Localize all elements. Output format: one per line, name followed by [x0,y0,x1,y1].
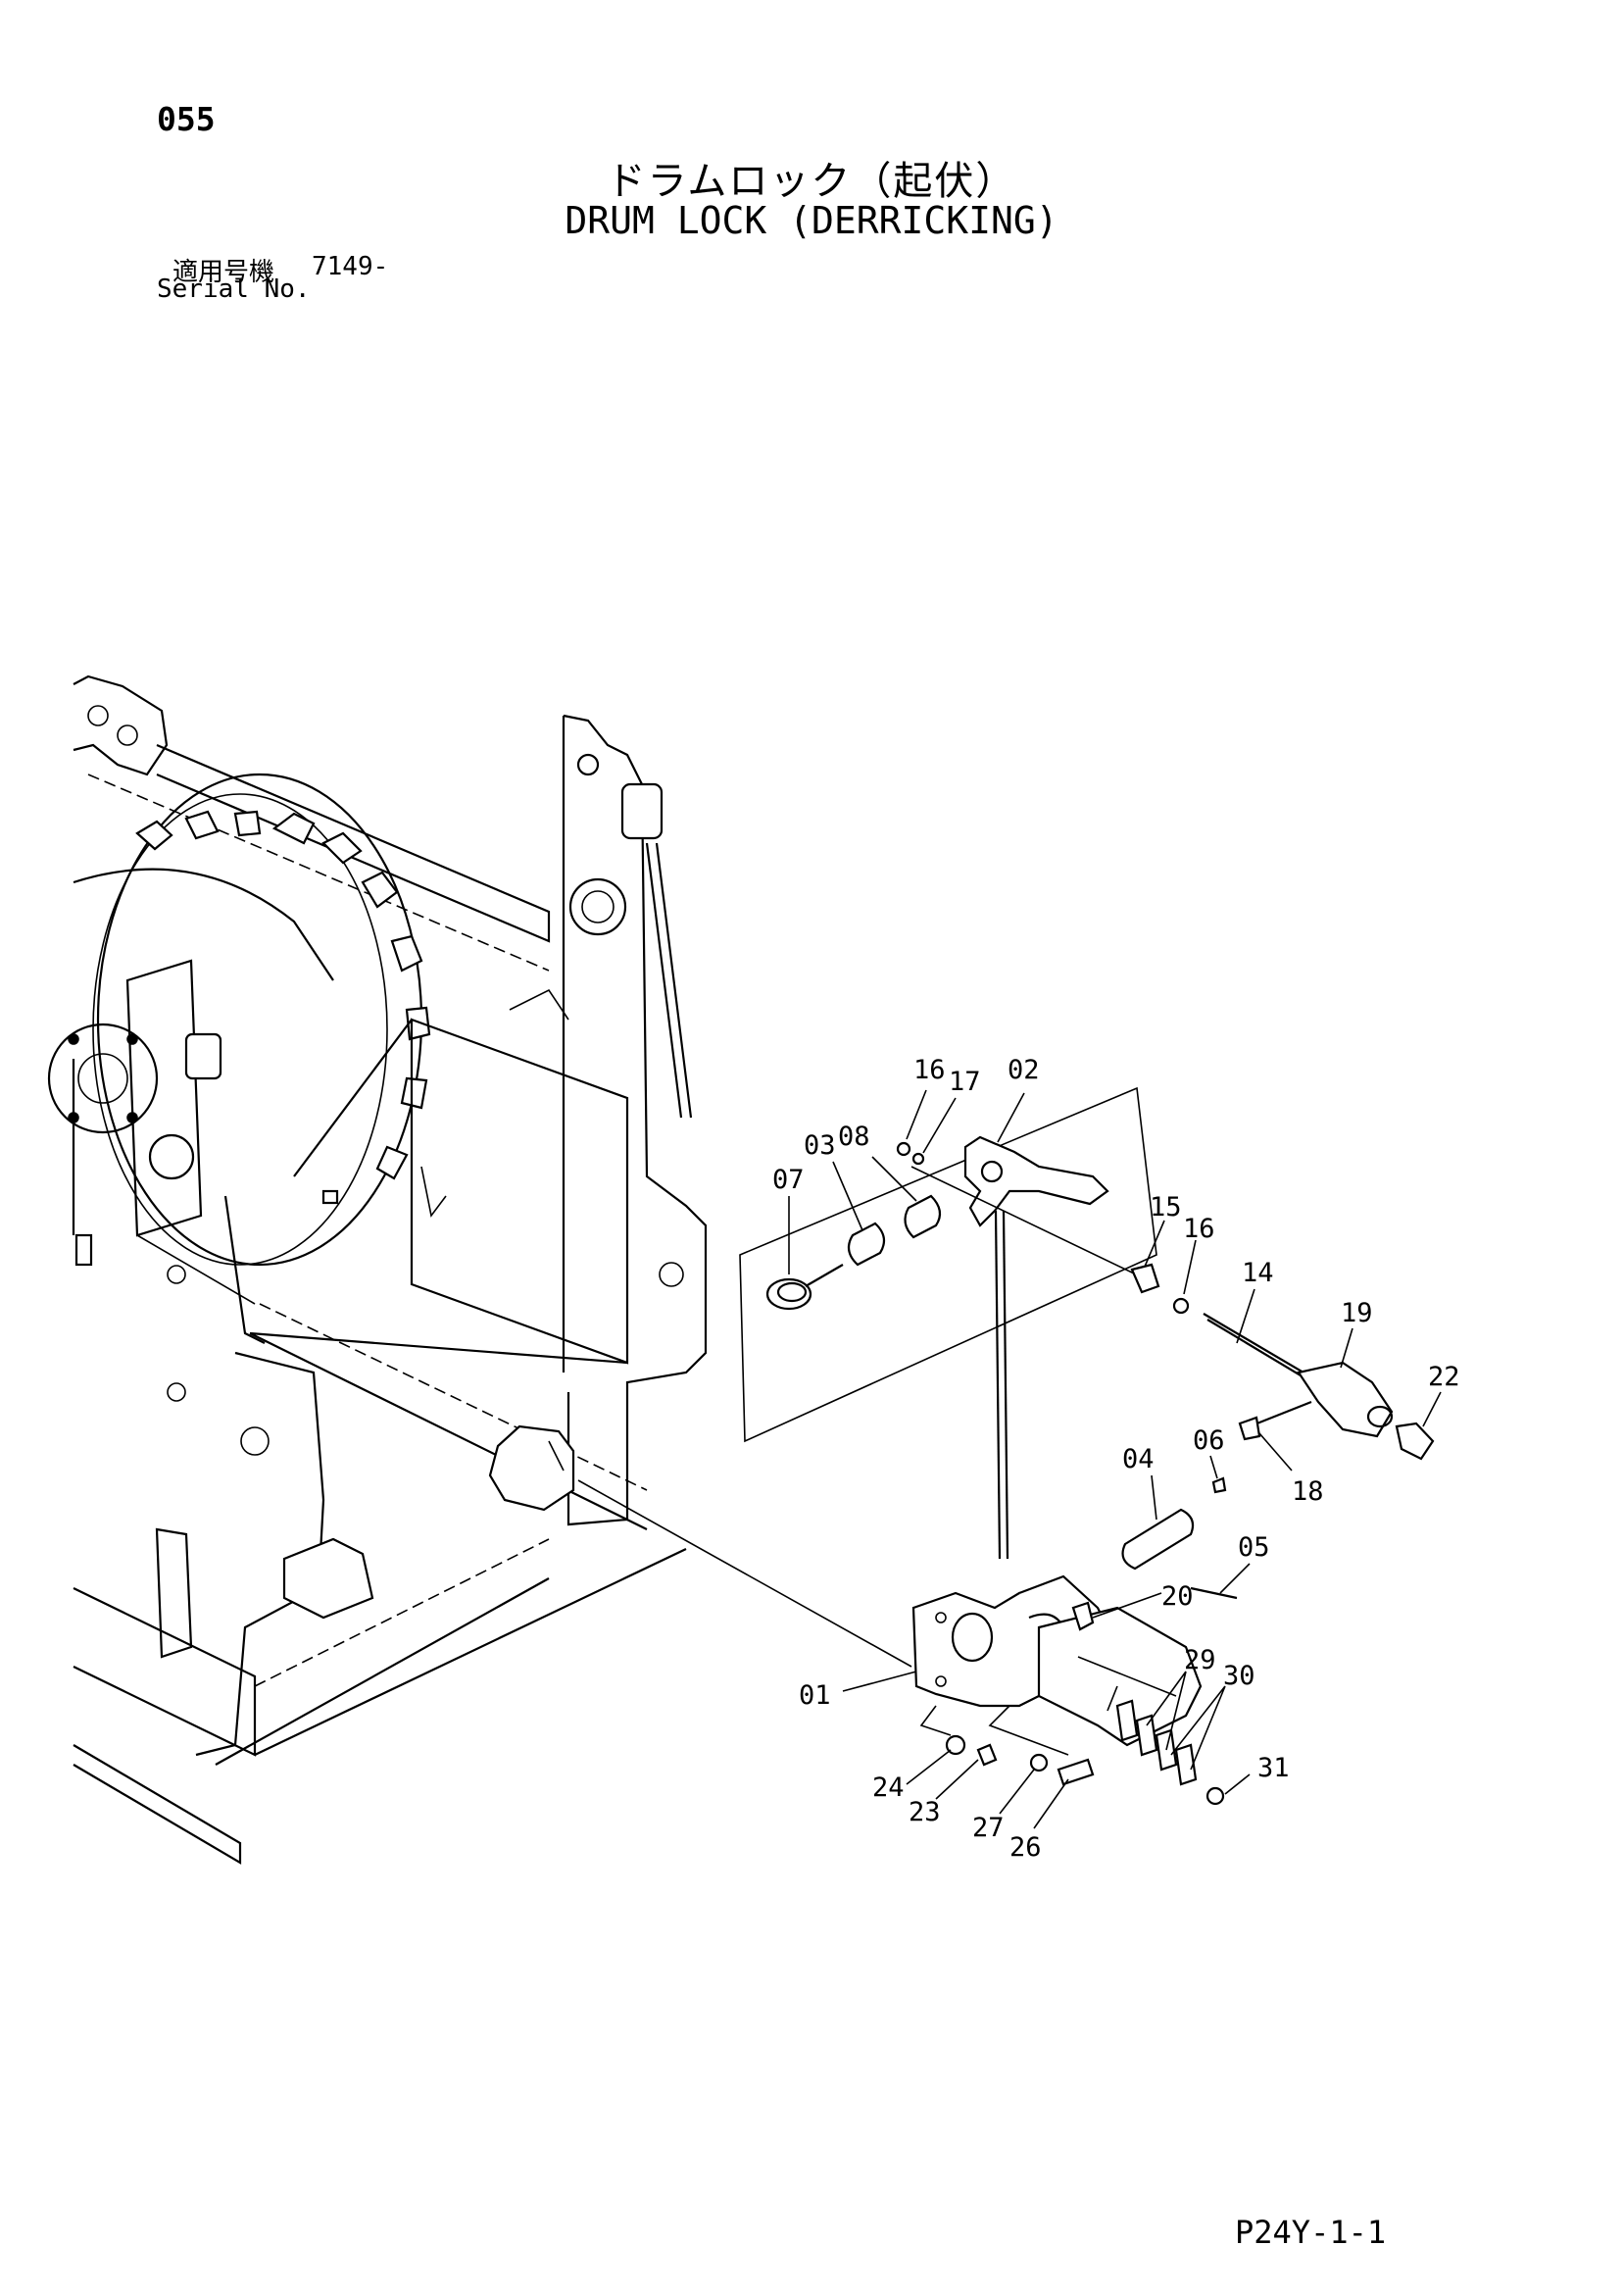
callout-14: 14 [1242,1258,1274,1288]
callout-22: 22 [1428,1362,1460,1392]
page-title-english: DRUM LOCK (DERRICKING) [565,199,1058,242]
winch-frame-assembly [47,674,708,1865]
callout-02: 02 [1008,1055,1040,1085]
drum-lock-assembly [577,1086,1435,1806]
callout-31: 31 [1257,1753,1290,1783]
callout-01: 01 [799,1680,831,1711]
callout-24: 24 [872,1772,905,1803]
callout-26: 26 [1009,1832,1042,1863]
callout-17: 17 [949,1067,981,1097]
serial-number-value: 7149- [312,252,389,281]
callout-05: 05 [1238,1532,1270,1563]
callout-27: 27 [972,1813,1005,1843]
callout-16: 16 [913,1055,946,1085]
callout-30: 30 [1223,1661,1255,1691]
callout-16: 16 [1183,1214,1215,1244]
drum-ratchet-ring [135,810,431,1180]
callout-23: 23 [909,1797,941,1827]
serial-label-japanese: 適用号機 [172,258,275,287]
callout-18: 18 [1292,1476,1324,1507]
drawing-code: P24Y-1-1 [1235,2214,1387,2251]
page-title-japanese: ドラムロック（起伏） [606,159,1017,204]
callout-03: 03 [804,1130,836,1161]
callout-07: 07 [772,1165,805,1195]
callout-labels: 16 17 02 03 08 07 15 16 14 19 22 06 04 1… [772,1055,1460,1863]
callout-15: 15 [1150,1192,1182,1223]
page-number: 055 [157,100,216,138]
callout-04: 04 [1122,1444,1155,1474]
serial-label-english: Serial No. [157,275,311,304]
callout-19: 19 [1341,1298,1373,1328]
callout-20: 20 [1161,1581,1194,1612]
callout-29: 29 [1184,1645,1216,1675]
callout-06: 06 [1193,1425,1225,1456]
leader-lines [788,1089,1442,1829]
callout-08: 08 [838,1122,870,1152]
